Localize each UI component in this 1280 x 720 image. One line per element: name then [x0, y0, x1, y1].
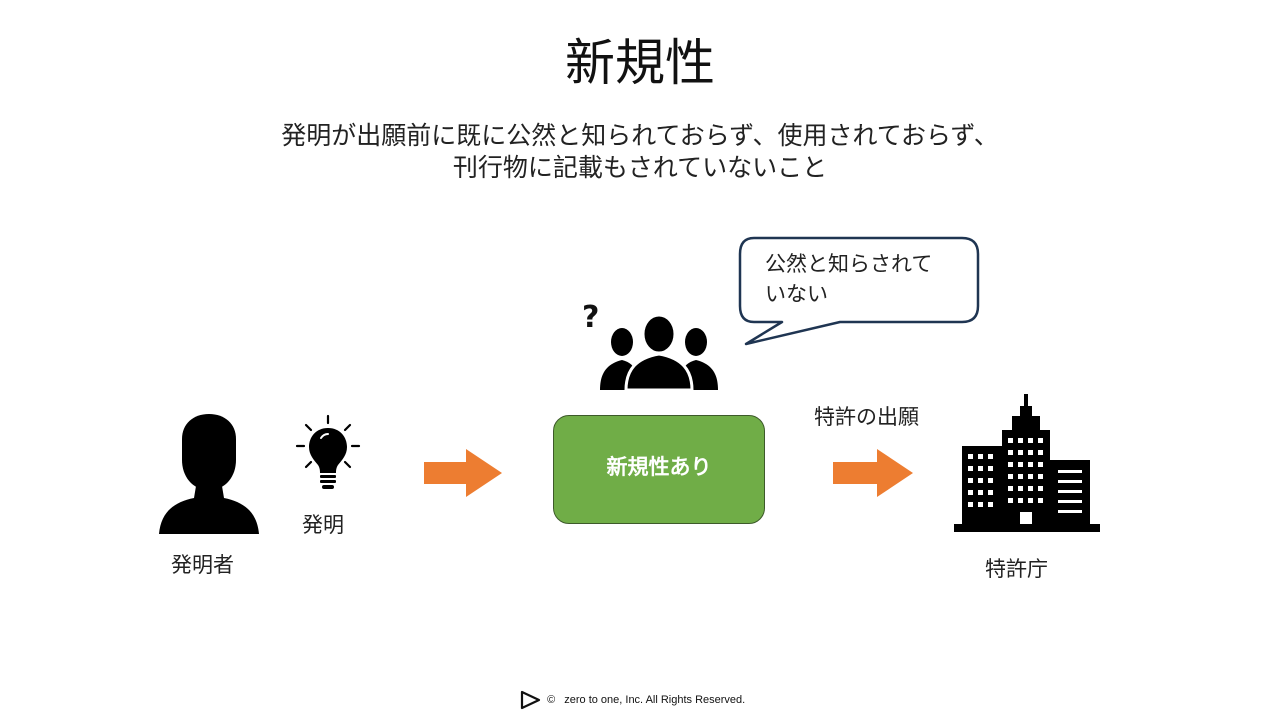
person-silhouette-icon — [159, 414, 259, 534]
office-building-icon — [954, 394, 1100, 532]
definition-text: 発明が出願前に既に公然と知られておらず、使用されておらず、 刊行物に記載もされて… — [0, 120, 1280, 184]
question-mark: ? — [582, 300, 600, 335]
novelty-result-box — [553, 415, 765, 524]
definition-line-1: 発明が出願前に既に公然と知られておらず、使用されておらず、 — [281, 121, 999, 150]
speech-bubble — [738, 236, 980, 346]
arrow-right-icon — [833, 449, 913, 497]
arrow-right-icon — [424, 449, 502, 497]
slide-title: 新規性 — [565, 34, 715, 92]
group-of-people-icon — [600, 314, 718, 390]
inventor-label: 発明者 — [171, 553, 234, 577]
novelty-result-label: 新規性あり — [606, 455, 712, 479]
speech-line-1: 公然と知らされて — [765, 252, 933, 276]
patent-filing-label: 特許の出願 — [814, 405, 919, 429]
patent-office-label: 特許庁 — [985, 557, 1048, 581]
speech-line-2: いない — [765, 282, 828, 306]
copyright-text: zero to one, Inc. All Rights Reserved. — [564, 694, 746, 707]
lightbulb-icon — [295, 414, 361, 489]
footer: © zero to one, Inc. All Rights Reserved. — [520, 689, 745, 711]
speech-bubble-text: 公然と知らされて いない — [765, 249, 970, 309]
copyright-symbol: © — [547, 694, 556, 707]
definition-line-2: 刊行物に記載もされていないこと — [452, 153, 828, 182]
invention-label: 発明 — [302, 513, 344, 537]
play-triangle-logo-icon — [520, 690, 541, 710]
